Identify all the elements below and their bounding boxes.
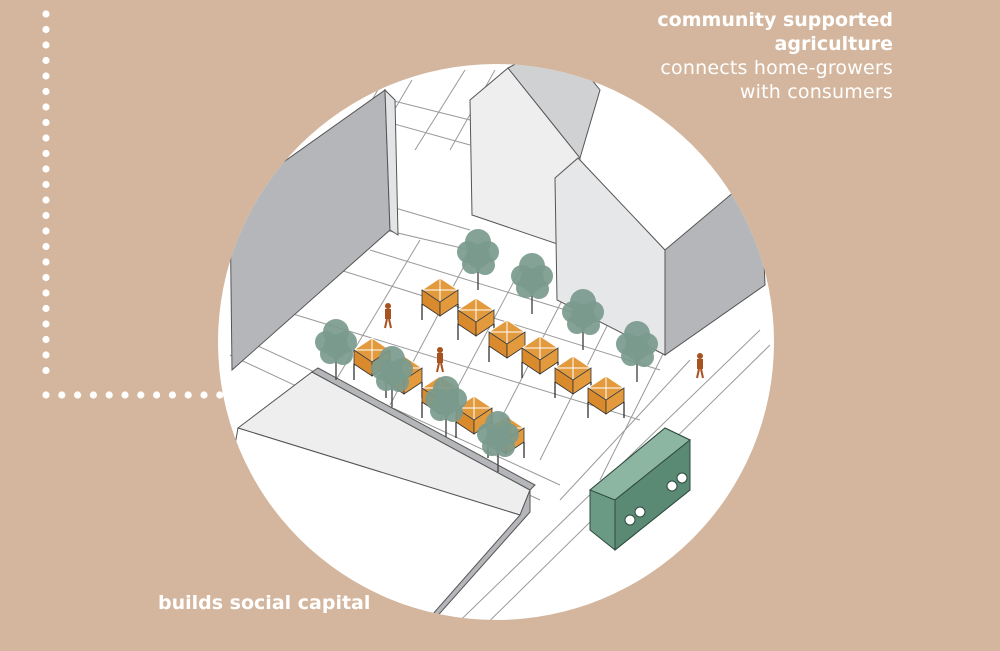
dot	[42, 25, 50, 34]
tree-icon	[315, 319, 357, 380]
market-tent-icon	[521, 335, 559, 378]
dot	[42, 134, 50, 142]
dot	[42, 391, 50, 399]
dot	[153, 391, 161, 399]
trees	[315, 229, 658, 472]
market-tent-icon	[457, 297, 495, 340]
dot	[137, 391, 145, 399]
market-tent-icon	[488, 319, 526, 362]
market-tent-icon	[554, 355, 592, 398]
dot	[42, 72, 50, 80]
dot	[42, 10, 50, 18]
dot	[42, 211, 50, 220]
tree-icon	[616, 321, 658, 382]
dotted-connector-line	[42, 10, 224, 399]
market-tent-icon	[421, 277, 459, 320]
dot	[42, 41, 50, 49]
dot	[42, 196, 50, 204]
tree-icon	[371, 346, 413, 407]
dot	[42, 304, 50, 313]
tree-icon	[425, 376, 467, 437]
dot	[184, 391, 192, 399]
dot	[74, 391, 82, 399]
dot	[42, 118, 50, 127]
bus-icon	[589, 427, 691, 552]
dot	[42, 56, 50, 65]
dot	[42, 320, 50, 328]
dot	[89, 391, 97, 399]
tree-icon	[511, 253, 553, 314]
caption-subtitle-line-1: connects home-growers	[660, 57, 893, 79]
dot	[42, 289, 50, 297]
dot	[42, 165, 50, 173]
dot	[42, 366, 50, 375]
dot	[200, 391, 208, 399]
dot	[42, 149, 50, 158]
caption-subtitle-line-2: with consumers	[739, 81, 893, 103]
pedestrians	[384, 303, 704, 379]
building-left	[229, 88, 399, 372]
dot	[42, 103, 50, 111]
dot	[42, 180, 50, 189]
caption-title-line-2: agriculture	[774, 33, 893, 55]
dot	[58, 391, 66, 399]
dot	[42, 227, 50, 235]
dot	[105, 391, 113, 399]
dot	[42, 258, 50, 266]
person-icon	[436, 347, 444, 373]
dot	[42, 273, 50, 282]
person-icon	[696, 353, 704, 379]
caption-bottom: builds social capital	[158, 592, 371, 614]
dot	[216, 391, 224, 399]
caption-title-line-1: community supported	[657, 9, 893, 31]
dot	[121, 391, 129, 399]
market-tent-icon	[587, 375, 625, 418]
tree-icon	[457, 229, 499, 290]
person-icon	[384, 303, 392, 329]
caption-top: community supported agriculture connects…	[533, 8, 893, 104]
tree-icon	[562, 289, 604, 350]
dot	[42, 242, 50, 251]
dot	[42, 335, 50, 344]
dot	[168, 391, 176, 399]
dot	[42, 87, 50, 96]
tree-icon	[477, 411, 519, 472]
dot	[42, 351, 50, 359]
